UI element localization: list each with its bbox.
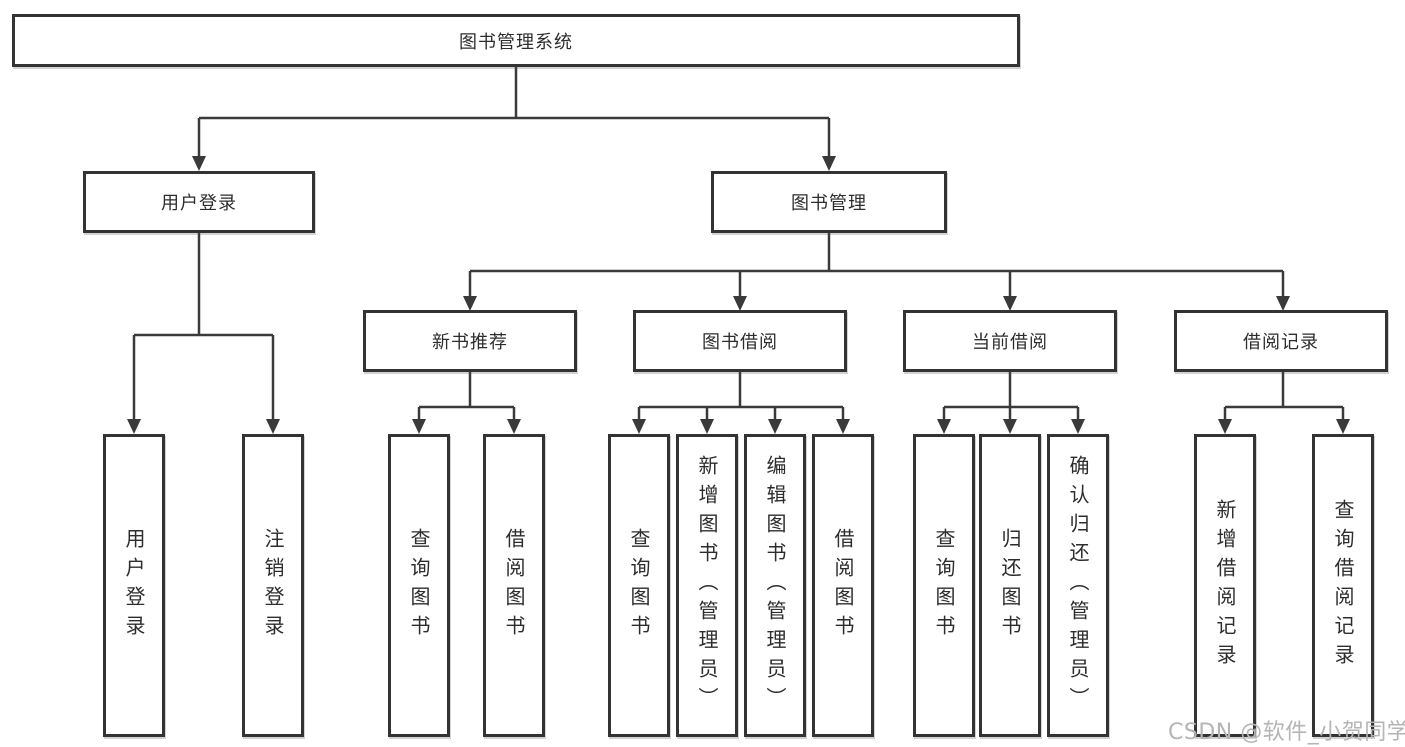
node-leaf-record-add-label: 新增借阅记录 <box>1213 498 1237 673</box>
node-book-management: 图书管理 <box>711 171 947 233</box>
node-user-login: 用户登录 <box>83 171 315 233</box>
node-leaf-borrow-add-book-admin: 新增图书（管理员） <box>676 434 738 737</box>
node-user-login-label: 用户登录 <box>161 193 237 214</box>
node-leaf-new-borrow-book: 借阅图书 <box>483 434 545 737</box>
node-leaf-current-confirm-return-admin-label: 确认归还（管理员） <box>1066 455 1090 716</box>
node-leaf-user-login: 用户登录 <box>103 434 165 737</box>
node-leaf-current-confirm-return-admin: 确认归还（管理员） <box>1047 434 1109 737</box>
node-leaf-new-borrow-book-label: 借阅图书 <box>502 527 526 644</box>
node-leaf-record-add: 新增借阅记录 <box>1194 434 1256 737</box>
node-leaf-logout-label: 注销登录 <box>261 527 285 644</box>
node-current-borrow: 当前借阅 <box>903 310 1117 372</box>
node-root-label: 图书管理系统 <box>459 31 573 53</box>
node-leaf-record-query-label: 查询借阅记录 <box>1331 498 1355 673</box>
node-borrow-record-label: 借阅记录 <box>1243 332 1319 353</box>
node-leaf-borrow-borrow-book-label: 借阅图书 <box>831 527 855 644</box>
node-book-management-label: 图书管理 <box>791 193 867 214</box>
node-leaf-borrow-query-book: 查询图书 <box>608 434 670 737</box>
node-leaf-record-query: 查询借阅记录 <box>1312 434 1374 737</box>
node-leaf-current-return-book: 归还图书 <box>979 434 1041 737</box>
node-leaf-borrow-query-book-label: 查询图书 <box>627 527 651 644</box>
node-current-borrow-label: 当前借阅 <box>972 332 1048 353</box>
node-leaf-user-login-label: 用户登录 <box>122 527 146 644</box>
node-leaf-current-query-book-label: 查询图书 <box>932 527 956 644</box>
node-leaf-borrow-add-book-admin-label: 新增图书（管理员） <box>695 455 719 716</box>
node-leaf-borrow-edit-book-admin: 编辑图书（管理员） <box>744 434 806 737</box>
node-leaf-new-query-book: 查询图书 <box>388 434 450 737</box>
node-book-borrow-label: 图书借阅 <box>702 332 778 353</box>
node-new-book-recommend: 新书推荐 <box>363 310 577 372</box>
node-root: 图书管理系统 <box>12 14 1020 67</box>
node-leaf-new-query-book-label: 查询图书 <box>407 527 431 644</box>
node-leaf-borrow-borrow-book: 借阅图书 <box>812 434 874 737</box>
csdn-watermark: CSDN @软件_小贺同学 <box>1168 720 1405 745</box>
node-borrow-record: 借阅记录 <box>1174 310 1388 372</box>
node-new-book-recommend-label: 新书推荐 <box>432 332 508 353</box>
node-leaf-logout: 注销登录 <box>242 434 304 737</box>
node-book-borrow: 图书借阅 <box>633 310 847 372</box>
node-leaf-current-query-book: 查询图书 <box>913 434 975 737</box>
node-leaf-borrow-edit-book-admin-label: 编辑图书（管理员） <box>763 455 787 716</box>
node-leaf-current-return-book-label: 归还图书 <box>998 527 1022 644</box>
